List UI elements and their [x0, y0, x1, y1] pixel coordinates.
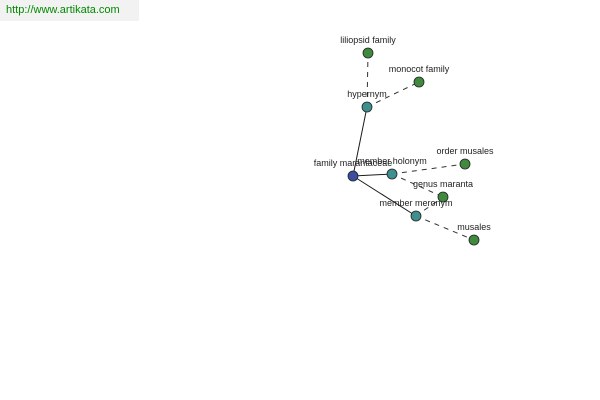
nodes-layer	[347, 47, 480, 246]
node-label-root[interactable]: family marantaceae	[314, 158, 393, 168]
edge-root-to-member-meronym	[352, 175, 417, 217]
edges-layer	[352, 52, 475, 241]
edge-root-to-member-holonym	[352, 173, 393, 177]
node-liliopsid[interactable]	[362, 47, 374, 59]
node-order-musales[interactable]	[459, 158, 471, 170]
edge-root-to-hypernym	[352, 106, 368, 177]
node-musales[interactable]	[468, 234, 480, 246]
labels-layer: family marantaceae hypernym member holonym…	[314, 35, 494, 232]
node-label-liliopsid[interactable]: liliopsid family	[340, 35, 396, 45]
node-label-genus-maranta[interactable]: genus maranta	[413, 179, 473, 189]
node-label-member-holonym[interactable]: member holonym	[357, 156, 427, 166]
node-member-holonym[interactable]	[386, 168, 398, 180]
node-member-meronym[interactable]	[410, 210, 422, 222]
source-link[interactable]: http://www.artikata.com	[0, 0, 139, 21]
node-monocot[interactable]	[413, 76, 425, 88]
node-label-hypernym[interactable]: hypernym	[347, 89, 387, 99]
node-genus-maranta[interactable]	[437, 191, 449, 203]
node-label-monocot[interactable]: monocot family	[389, 64, 450, 74]
node-label-musales[interactable]: musales	[457, 222, 491, 232]
edge-member-holonym-to-order-musales	[391, 163, 466, 175]
edge-member-meronym-to-musales	[415, 215, 475, 241]
node-label-member-meronym[interactable]: member meronym	[379, 198, 452, 208]
node-label-order-musales[interactable]: order musales	[436, 146, 494, 156]
node-hypernym[interactable]	[361, 101, 373, 113]
node-root[interactable]	[347, 170, 359, 182]
